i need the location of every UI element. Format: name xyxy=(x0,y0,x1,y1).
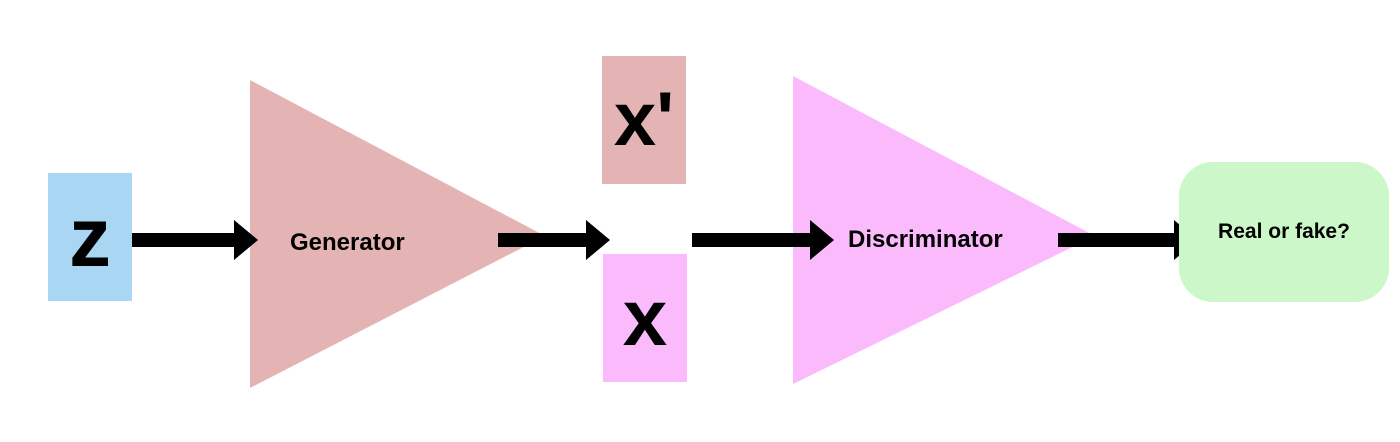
arrow-discriminator-to-output xyxy=(1058,220,1198,260)
latent-z-label: z xyxy=(69,190,111,284)
output-box: Real or fake? xyxy=(1179,162,1389,302)
generator-triangle xyxy=(250,80,545,388)
discriminator-label: Discriminator xyxy=(848,226,1003,253)
generated-sample-label: x' xyxy=(613,77,675,162)
arrow-z-to-generator xyxy=(120,220,258,260)
real-sample-label: x xyxy=(622,273,668,362)
output-label: Real or fake? xyxy=(1218,220,1350,243)
arrow-samples-to-discriminator xyxy=(692,220,834,260)
generated-sample-box: x' xyxy=(602,56,686,184)
generator-label: Generator xyxy=(290,229,405,256)
real-sample-box: x xyxy=(603,254,687,382)
latent-z-box: z xyxy=(48,173,132,301)
arrow-generator-to-samples xyxy=(498,220,610,260)
discriminator-triangle xyxy=(793,76,1095,384)
